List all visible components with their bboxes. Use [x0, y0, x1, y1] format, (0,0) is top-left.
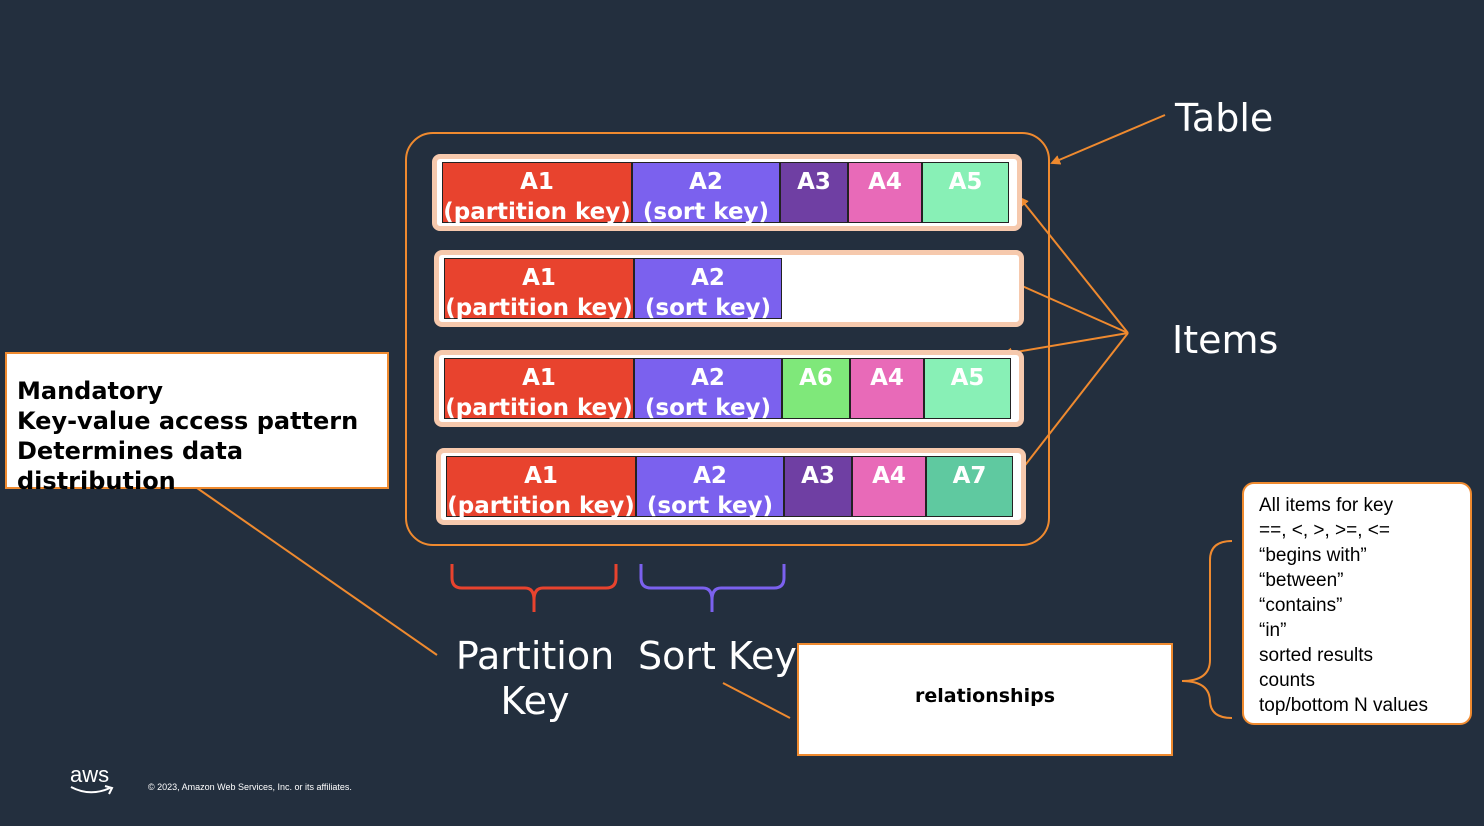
- mandatory-line-2: Key-value access pattern: [17, 407, 359, 435]
- attribute-role: (partition key): [445, 395, 633, 421]
- table-frame: [405, 132, 1050, 546]
- operation-item: top/bottom N values: [1259, 695, 1428, 716]
- mandatory-line-3: Determines data distribution: [17, 437, 244, 495]
- attribute-role: (partition key): [445, 295, 633, 321]
- operation-item: “between”: [1259, 570, 1344, 591]
- attribute-role: (partition key): [447, 493, 635, 519]
- item-row: A1 (partition key) A2 (sort key) A6 A4 A5: [434, 350, 1024, 427]
- attribute-name: A4: [868, 169, 902, 195]
- copyright-text: © 2023, Amazon Web Services, Inc. or its…: [148, 782, 352, 792]
- attribute-cell: A1 (partition key): [444, 358, 634, 421]
- relationships-box: relationships: [797, 643, 1173, 756]
- attribute-cell: A2 (sort key): [634, 258, 782, 321]
- attribute-cell: A6: [782, 358, 850, 419]
- attribute-cell: A5: [922, 162, 1009, 223]
- attribute-cell: A1 (partition key): [446, 456, 636, 519]
- item-row: A1 (partition key) A2 (sort key) A3 A4 A5: [432, 154, 1022, 231]
- attribute-name: A1: [520, 169, 554, 195]
- partition-key-label-line-1: Partition: [455, 634, 615, 678]
- items-arrow-4: [1010, 332, 1129, 484]
- attribute-name: A3: [801, 463, 835, 489]
- mandatory-connector: [196, 487, 438, 656]
- attribute-cell: A1 (partition key): [442, 162, 632, 225]
- attribute-role: (sort key): [646, 493, 774, 519]
- aws-logo-text: aws: [70, 762, 110, 787]
- attribute-role: (partition key): [443, 199, 631, 225]
- attribute-name: A5: [950, 365, 985, 391]
- operation-item: sorted results: [1259, 645, 1374, 666]
- attribute-cell: A4: [848, 162, 922, 223]
- attribute-cell: A1 (partition key): [444, 258, 634, 321]
- operation-item: “begins with”: [1259, 545, 1367, 566]
- attribute-name: A1: [522, 265, 556, 291]
- attribute-cell: A5: [924, 358, 1011, 419]
- attribute-name: A2: [693, 463, 727, 489]
- attribute-name: A2: [691, 365, 725, 391]
- attribute-name: A5: [948, 169, 983, 195]
- partition-key-label: Partition Key: [440, 634, 630, 724]
- attribute-cell: A2 (sort key): [634, 358, 782, 421]
- operations-box: All items for key ==, <, >, >=, <= “begi…: [1242, 482, 1472, 725]
- items-label: Items: [1172, 318, 1279, 362]
- attribute-name: A1: [522, 365, 556, 391]
- attribute-name: A3: [797, 169, 831, 195]
- operation-item: All items for key: [1259, 495, 1394, 516]
- attribute-cell: A2 (sort key): [632, 162, 780, 225]
- attribute-name: A4: [872, 463, 906, 489]
- attribute-cell: A4: [852, 456, 926, 517]
- item-row: A1 (partition key) A2 (sort key) A3 A4 A7: [436, 448, 1026, 525]
- relationships-text: relationships: [914, 684, 1056, 707]
- items-arrow-1: [1018, 196, 1129, 334]
- partition-key-label-line-2: Key: [500, 679, 570, 723]
- attribute-name: A2: [689, 169, 723, 195]
- table-arrow: [1050, 114, 1166, 165]
- items-arrow-3: [1002, 332, 1129, 358]
- attribute-cell: A2 (sort key): [636, 456, 784, 519]
- partition-key-brace: [450, 564, 618, 612]
- attribute-role: (sort key): [644, 395, 772, 421]
- sort-key-brace: [639, 564, 786, 612]
- attribute-name: A1: [524, 463, 558, 489]
- attribute-name: A7: [952, 463, 987, 489]
- items-arrow-2: [1002, 276, 1129, 334]
- attribute-name: A4: [870, 365, 904, 391]
- aws-smile-icon: [70, 785, 114, 795]
- sort-key-label: Sort Key: [638, 634, 797, 678]
- attribute-role: (sort key): [642, 199, 770, 225]
- table-label: Table: [1175, 96, 1274, 140]
- attribute-cell: A7: [926, 456, 1013, 517]
- operation-item: “in”: [1259, 620, 1287, 641]
- attribute-cell: A3: [780, 162, 848, 223]
- operation-item: “contains”: [1259, 595, 1343, 616]
- operations-brace: [1181, 540, 1233, 719]
- mandatory-line-1: Mandatory: [17, 377, 163, 405]
- item-row: A1 (partition key) A2 (sort key): [434, 250, 1024, 327]
- attribute-name: A2: [691, 265, 725, 291]
- attribute-name: A6: [799, 365, 833, 391]
- operation-item: counts: [1259, 670, 1315, 691]
- attribute-role: (sort key): [644, 295, 772, 321]
- operation-item: ==, <, >, >=, <=: [1259, 520, 1390, 541]
- attribute-cell: A3: [784, 456, 852, 517]
- aws-logo: aws: [70, 764, 118, 798]
- attribute-cell: A4: [850, 358, 924, 419]
- mandatory-box: Mandatory Key-value access pattern Deter…: [5, 352, 389, 495]
- sortkey-connector: [722, 682, 791, 719]
